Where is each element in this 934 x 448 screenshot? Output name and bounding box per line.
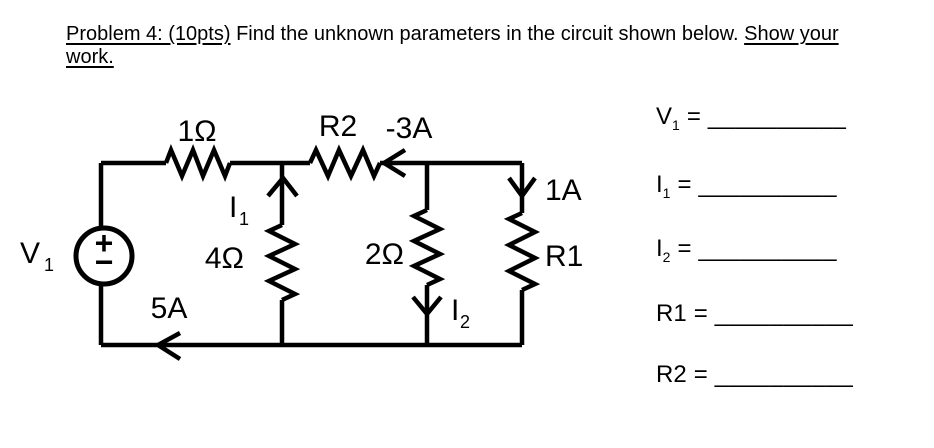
answer-blank-i2: __________ <box>698 235 837 262</box>
answer-label: I <box>656 235 663 262</box>
source-minus-sign: − <box>95 244 114 280</box>
current-1a-arrow-down-icon <box>507 176 537 200</box>
answer-label: R1 <box>656 300 687 327</box>
equals-sign: = <box>677 235 692 262</box>
label-5a: 5A <box>151 292 188 325</box>
resistor-r2-zigzag <box>307 144 383 182</box>
show-your-text: Show your <box>744 23 839 45</box>
label-i1-sub: 1 <box>239 209 249 229</box>
resistor-2ohm-zigzag <box>408 207 446 288</box>
source-label-v-sub: 1 <box>44 255 54 275</box>
answer-blank-i1: __________ <box>698 171 837 198</box>
label-i2-sub: 2 <box>460 312 470 332</box>
problem-text: Find the unknown parameters in the circu… <box>230 23 745 45</box>
equals-sign: = <box>693 300 708 327</box>
label-neg3a: -3A <box>386 112 433 145</box>
label-r2: R2 <box>319 110 357 143</box>
resistor-4ohm-zigzag <box>263 222 301 303</box>
answer-label: R2 <box>656 361 687 388</box>
label-i1: I <box>229 191 237 224</box>
current-i1-arrow-up-icon <box>266 174 299 198</box>
answer-row-r1: R1=__________ <box>656 300 853 330</box>
answer-label: I <box>656 171 663 198</box>
answer-label: V <box>656 103 673 130</box>
answer-blank-r2: __________ <box>714 361 854 388</box>
answer-blank-v1: __________ <box>707 103 847 130</box>
label-1a: 1A <box>545 174 582 207</box>
label-2ohm: 2Ω <box>365 238 404 271</box>
current-i2-arrow-down-icon <box>411 295 443 318</box>
answer-row-i1: I1=__________ <box>656 171 837 201</box>
source-label-v: V <box>20 237 40 270</box>
answer-blank-r1: __________ <box>714 300 854 327</box>
problem-statement: Problem 4: (10pts) Find the unknown para… <box>66 23 934 69</box>
label-1ohm: 1Ω <box>177 115 216 148</box>
label-r1: R1 <box>545 240 583 273</box>
answer-row-i2: I2=__________ <box>656 235 837 265</box>
equals-sign: = <box>686 103 701 130</box>
equals-sign: = <box>693 361 708 388</box>
equals-sign: = <box>677 171 692 198</box>
current-neg3a-arrow-left-icon <box>379 148 407 178</box>
current-5a-arrow-left-icon <box>153 331 182 361</box>
work-text: work. <box>66 46 114 68</box>
label-i2: I <box>451 294 459 327</box>
problem-number: Problem 4: (10pts) <box>66 23 231 45</box>
resistor-r1-zigzag <box>503 210 541 293</box>
resistor-1ohm-zigzag <box>163 143 233 183</box>
answer-row-v1: V1=__________ <box>656 103 847 133</box>
label-4ohm: 4Ω <box>205 242 244 275</box>
voltage-source-circle <box>73 225 135 287</box>
source-plus-sign: + <box>95 225 114 261</box>
answer-row-r2: R2=__________ <box>656 361 853 391</box>
